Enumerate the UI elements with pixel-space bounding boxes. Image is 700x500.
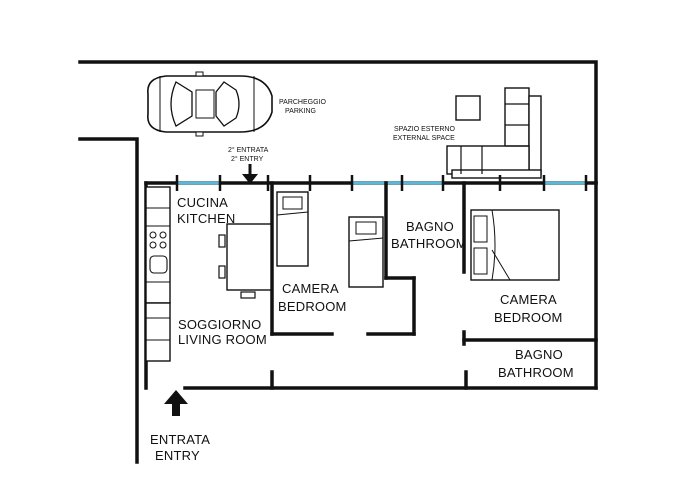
second-entry-label-it: 2° ENTRATA: [228, 146, 269, 154]
stove-icon: [149, 231, 167, 249]
arrow-down-icon: [242, 164, 258, 184]
living-room-label-it: SOGGIORNO: [178, 317, 261, 332]
kitchen-counter: [145, 186, 171, 362]
parking-label-it: PARCHEGGIO: [279, 99, 326, 106]
entry-label-it: ENTRATA: [150, 432, 210, 447]
bathroom2-label-it: BAGNO: [515, 347, 563, 362]
building-walls: [144, 175, 598, 390]
bedroom2-label-it: CAMERA: [500, 292, 557, 307]
entry-label-en: ENTRY: [155, 448, 200, 463]
dining-table-icon: [218, 223, 272, 299]
bed-icon: [276, 191, 384, 288]
bathroom1-label-it: BAGNO: [406, 219, 454, 234]
external-space-label-en: EXTERNAL SPACE: [393, 135, 455, 142]
sink-icon: [149, 255, 168, 274]
double-bed-icon: [470, 209, 560, 281]
site-boundary: [78, 60, 598, 464]
car-icon: [147, 71, 273, 137]
second-entry-label-en: 2° ENTRY: [231, 155, 264, 163]
bedroom1-label-it: CAMERA: [282, 281, 339, 296]
arrow-up-icon: [164, 390, 188, 416]
kitchen-label-it: CUCINA: [177, 195, 228, 210]
living-room-label-en: LIVING ROOM: [178, 332, 267, 347]
bedroom1-label-en: BEDROOM: [278, 299, 347, 314]
sectional-sofa-icon: [446, 87, 542, 179]
kitchen-label-en: KITCHEN: [177, 211, 235, 226]
external-space-label-it: SPAZIO ESTERNO: [394, 126, 455, 133]
parking-label-en: PARKING: [285, 108, 316, 115]
bedroom2-label-en: BEDROOM: [494, 310, 563, 325]
bathroom2-label-en: BATHROOM: [498, 365, 574, 380]
bathroom1-label-en: BATHROOM: [391, 236, 467, 251]
